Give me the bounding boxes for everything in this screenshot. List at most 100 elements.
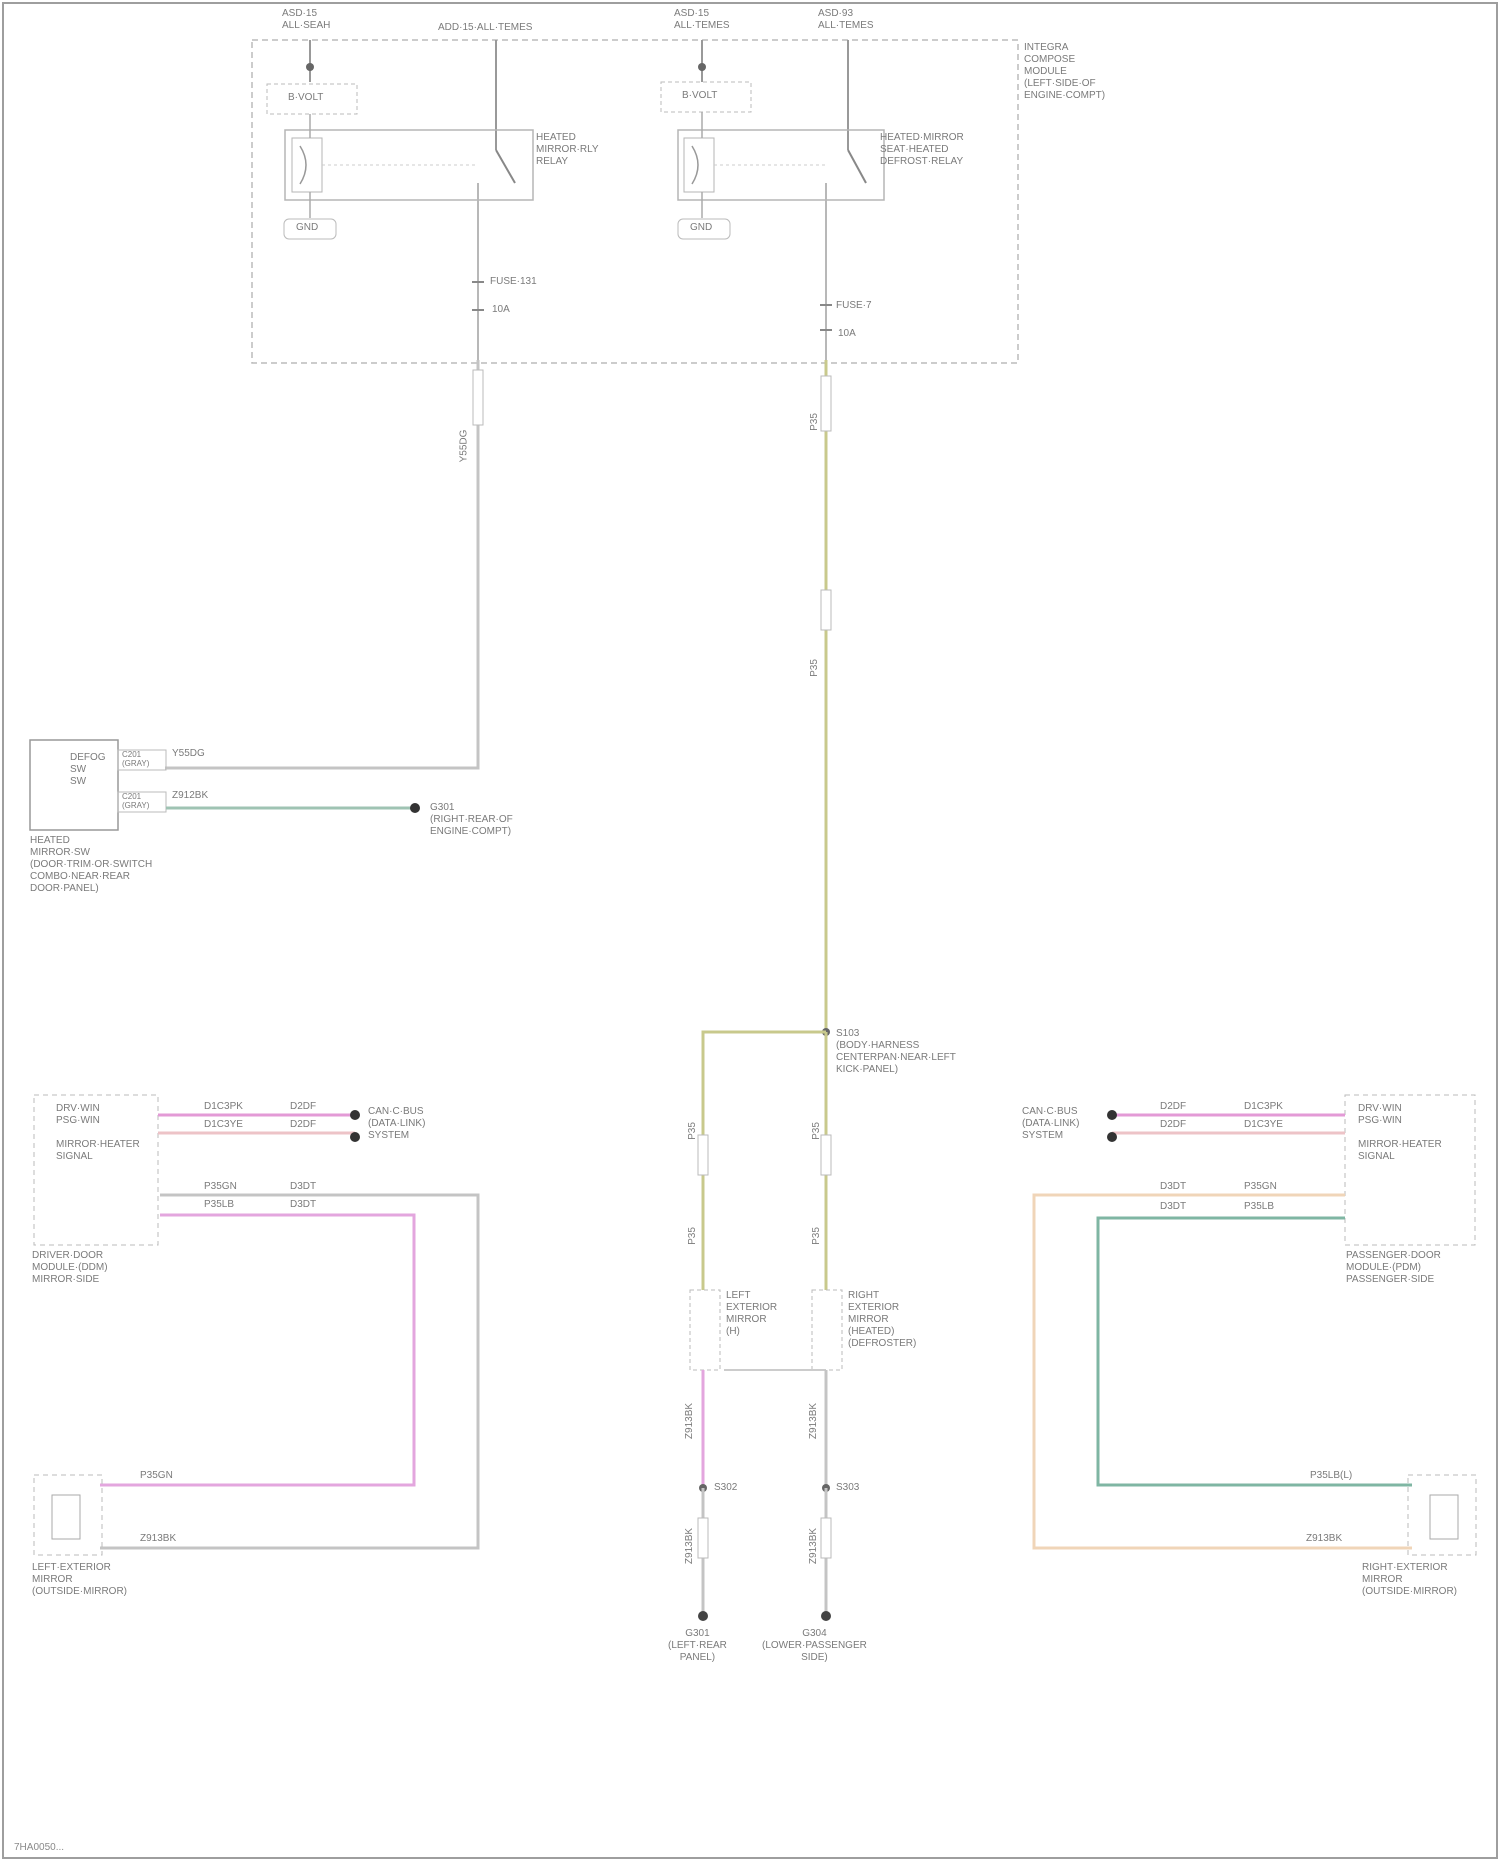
gnd-2: GND bbox=[690, 222, 712, 234]
wire-branch-left bbox=[703, 1032, 826, 1290]
ldoor-bus-dot-2 bbox=[350, 1132, 360, 1142]
connector-gnd-left bbox=[698, 1518, 708, 1558]
ldoor-w2: D1C3YE bbox=[204, 1119, 243, 1131]
wire-left-vertical bbox=[165, 360, 478, 768]
rmirror-box bbox=[1408, 1475, 1476, 1555]
splice-main-label: S103 (BODY·HARNESS CENTERPAN·NEAR·LEFT K… bbox=[836, 1028, 956, 1076]
ldoor-w6: P35LB bbox=[204, 1199, 234, 1211]
splice-gl: S302 bbox=[714, 1482, 737, 1494]
connector-branch-left bbox=[698, 1135, 708, 1175]
top-feed-1: ASD·15 ALL·SEAH bbox=[282, 8, 330, 32]
rdoor-w7: D3DT bbox=[1160, 1201, 1186, 1213]
splice-mid-label: P35 bbox=[809, 659, 821, 677]
rmirror-caption: RIGHT·EXTERIOR MIRROR (OUTSIDE·MIRROR) bbox=[1362, 1562, 1457, 1598]
gnd-l: G301 (LEFT·REAR PANEL) bbox=[668, 1628, 727, 1664]
w-mid-r4: Z913BK bbox=[808, 1528, 820, 1564]
splice-gr: S303 bbox=[836, 1482, 859, 1494]
relay-1-label: HEATED MIRROR·RLY RELAY bbox=[536, 132, 599, 168]
relay-2-label: HEATED·MIRROR SEAT·HEATED DEFROST·RELAY bbox=[880, 132, 964, 168]
lmirror-mid: LEFT EXTERIOR MIRROR (H) bbox=[726, 1290, 777, 1338]
sw-pin-2: C201 (GRAY) bbox=[122, 792, 149, 810]
rdoor-caption: PASSENGER·DOOR MODULE·(PDM) PASSENGER·SI… bbox=[1346, 1250, 1441, 1286]
relay-2-coil bbox=[684, 138, 714, 192]
top-feed-3: ASD·15 ALL·TEMES bbox=[674, 8, 730, 32]
rdoor-w6: P35GN bbox=[1244, 1181, 1277, 1193]
top-feed-2: ADD·15·ALL·TEMES bbox=[438, 22, 532, 34]
w-mid-l4: Z913BK bbox=[684, 1528, 696, 1564]
fuse-2b: 10A bbox=[838, 328, 856, 340]
lmirror-w1: P35GN bbox=[140, 1470, 173, 1482]
ldoor-wire-heater bbox=[100, 1215, 414, 1485]
connector-gnd-right bbox=[821, 1518, 831, 1558]
rdoor-w1: D2DF bbox=[1160, 1101, 1186, 1113]
wire-right-vert-label: P35 bbox=[809, 413, 821, 431]
lmirror-box bbox=[34, 1475, 102, 1555]
ldoor-wire-ground-loop bbox=[100, 1195, 478, 1548]
ground-right-dot bbox=[821, 1611, 831, 1621]
gnd-r: G304 (LOWER·PASSENGER SIDE) bbox=[762, 1628, 867, 1664]
ground-g-label: G301 (RIGHT·REAR·OF ENGINE·COMPT) bbox=[430, 802, 513, 838]
mid-mirror-left-box bbox=[690, 1290, 720, 1370]
lmirror-w2: Z913BK bbox=[140, 1533, 176, 1545]
rdoor-bus-dot-2 bbox=[1107, 1132, 1117, 1142]
wire-left-vert-label: Y55DG bbox=[458, 430, 470, 463]
mid-mirror-right-box bbox=[812, 1290, 842, 1370]
connector-left-top bbox=[473, 370, 483, 425]
w-mid-l1: P35 bbox=[687, 1122, 699, 1140]
fuse-1a: FUSE·131 bbox=[490, 276, 537, 288]
power-module-outline bbox=[252, 40, 1018, 363]
rdoor-bus: CAN·C·BUS (DATA·LINK) SYSTEM bbox=[1022, 1106, 1079, 1142]
lmirror-caption: LEFT·EXTERIOR MIRROR (OUTSIDE·MIRROR) bbox=[32, 1562, 127, 1598]
rdoor-bus-dot-1 bbox=[1107, 1110, 1117, 1120]
ldoor-box-label: DRV·WIN PSG·WIN MIRROR·HEATER SIGNAL bbox=[56, 1103, 140, 1163]
gnd-1: GND bbox=[296, 222, 318, 234]
w-mid-r2: P35 bbox=[811, 1227, 823, 1245]
w-mid-r1: P35 bbox=[811, 1122, 823, 1140]
rdoor-w8: P35LB bbox=[1244, 1201, 1274, 1213]
w-mid-r3: Z913BK bbox=[808, 1403, 820, 1439]
ground-g-dot bbox=[410, 803, 420, 813]
connector-branch-right bbox=[821, 1135, 831, 1175]
page-border bbox=[3, 3, 1497, 1858]
ground-left-dot bbox=[698, 1611, 708, 1621]
rdoor-w3: D2DF bbox=[1160, 1119, 1186, 1131]
ldoor-w5: P35GN bbox=[204, 1181, 237, 1193]
switch-caption: HEATED MIRROR·SW (DOOR·TRIM·OR·SWITCH CO… bbox=[30, 835, 152, 895]
sw-pin-1: C201 (GRAY) bbox=[122, 750, 149, 768]
w-mid-l2: P35 bbox=[687, 1227, 699, 1245]
switch-box-label: DEFOG SW SW bbox=[70, 752, 106, 788]
w-mid-l3: Z913BK bbox=[684, 1403, 696, 1439]
ldoor-bus: CAN·C·BUS (DATA·LINK) SYSTEM bbox=[368, 1106, 425, 1142]
rmirror-mid: RIGHT EXTERIOR MIRROR (HEATED) (DEFROSTE… bbox=[848, 1290, 916, 1350]
rdoor-w2: D1C3PK bbox=[1244, 1101, 1283, 1113]
relay-1-switch-icon bbox=[496, 150, 515, 183]
rdoor-box-label: DRV·WIN PSG·WIN MIRROR·HEATER SIGNAL bbox=[1358, 1103, 1442, 1163]
rmirror-w2: Z913BK bbox=[1306, 1533, 1342, 1545]
connector-right-mid bbox=[821, 590, 831, 630]
feed-node-3 bbox=[698, 63, 706, 71]
relay-1-coil-icon bbox=[300, 146, 306, 184]
lmirror-heater-icon bbox=[52, 1495, 80, 1539]
rmirror-w1: P35LB(L) bbox=[1310, 1470, 1352, 1482]
relay-2-coil-icon bbox=[692, 146, 698, 184]
ldoor-caption: DRIVER·DOOR MODULE·(DDM) MIRROR·SIDE bbox=[32, 1250, 108, 1286]
feed-node-1 bbox=[306, 63, 314, 71]
rdoor-wire-ground-loop bbox=[1034, 1195, 1412, 1548]
fuse-1b: 10A bbox=[492, 304, 510, 316]
ldoor-w4: D2DF bbox=[290, 1119, 316, 1131]
connector-right-top bbox=[821, 376, 831, 431]
relay-2-switch-icon bbox=[848, 150, 866, 183]
ldoor-w3: D2DF bbox=[290, 1101, 316, 1113]
rdoor-w4: D1C3YE bbox=[1244, 1119, 1283, 1131]
ldoor-w7: D3DT bbox=[290, 1181, 316, 1193]
rdoor-w5: D3DT bbox=[1160, 1181, 1186, 1193]
ldoor-w8: D3DT bbox=[290, 1199, 316, 1211]
b-volt-2: B·VOLT bbox=[682, 90, 717, 102]
rmirror-heater-icon bbox=[1430, 1495, 1458, 1539]
module-label: INTEGRA COMPOSE MODULE (LEFT·SIDE·OF ENG… bbox=[1024, 42, 1105, 102]
ldoor-bus-dot-1 bbox=[350, 1110, 360, 1120]
top-feed-4: ASD·93 ALL·TEMES bbox=[818, 8, 874, 32]
footer-code: 7HA0050... bbox=[14, 1842, 64, 1853]
relay-1-coil bbox=[292, 138, 322, 192]
